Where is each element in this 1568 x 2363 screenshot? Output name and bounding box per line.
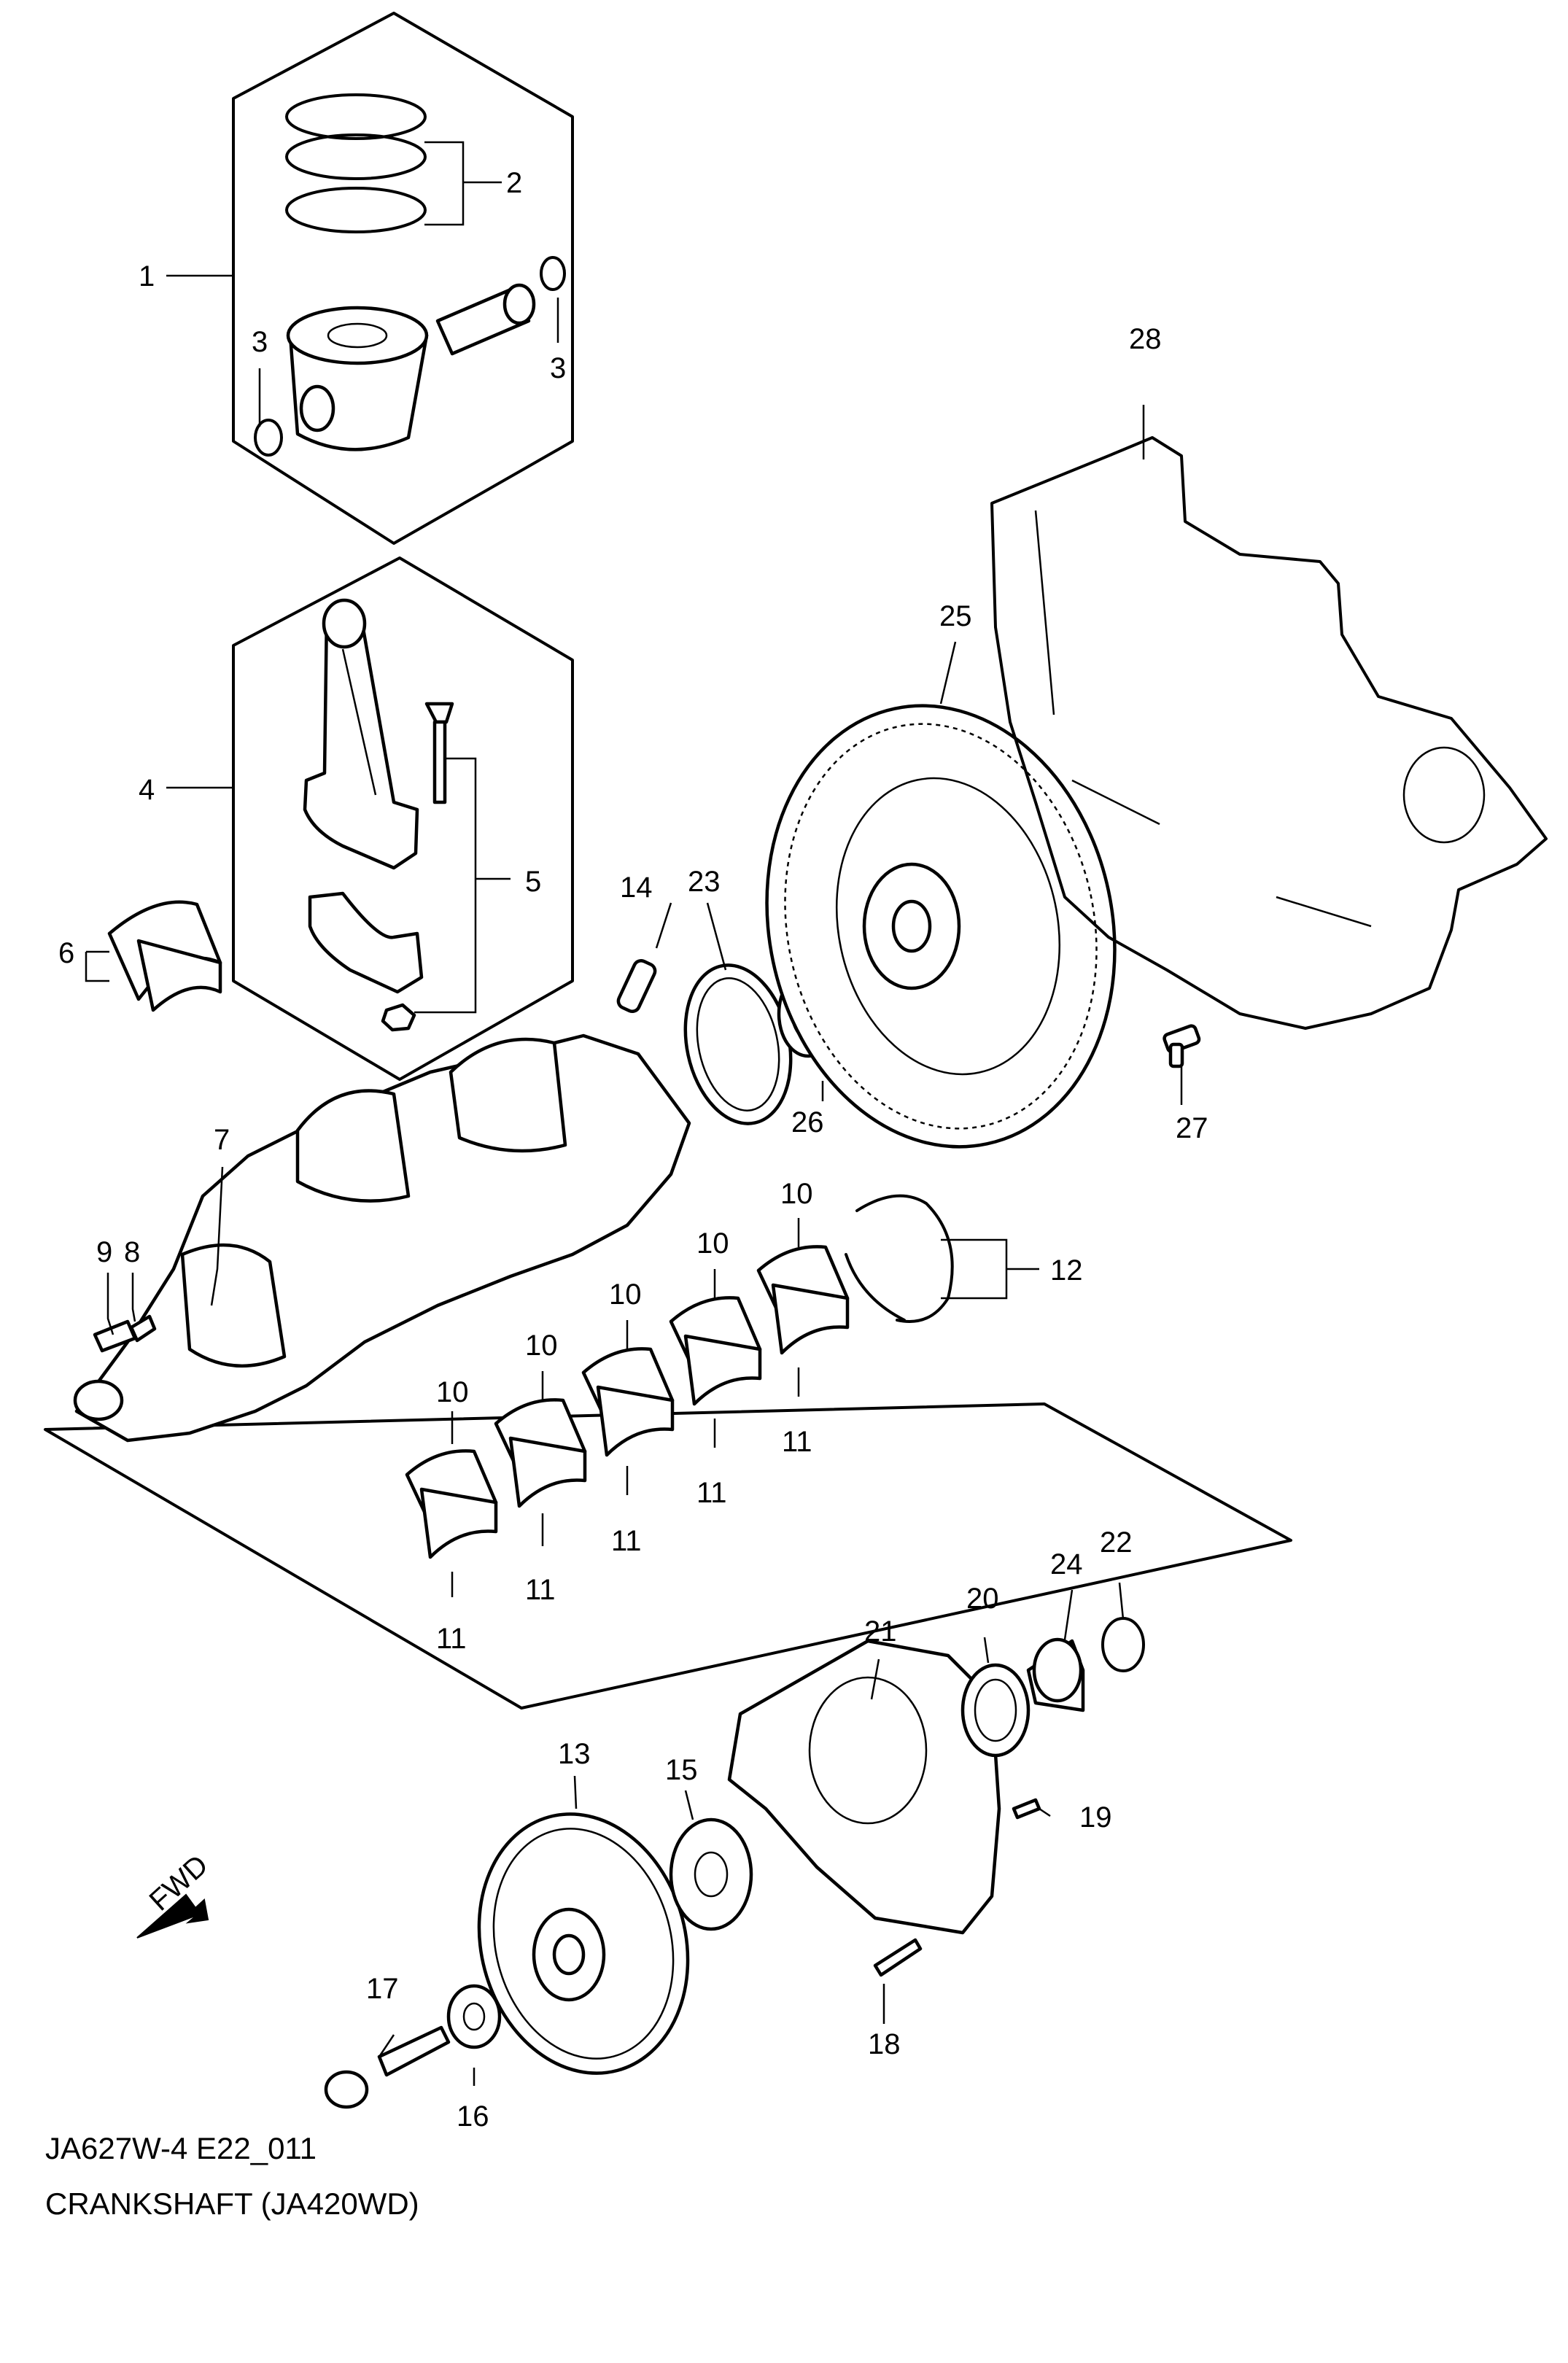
cover-plate-inner	[1034, 510, 1486, 928]
timing-sprocket	[669, 1817, 753, 1931]
callout-6: 6	[58, 937, 74, 969]
diagram-title: CRANKSHAFT (JA420WD)	[45, 2187, 419, 2221]
callout-10-3: 10	[609, 1278, 642, 1311]
callout-10-2: 10	[525, 1330, 558, 1362]
callout-11-1: 11	[436, 1623, 467, 1655]
pulley-bolt	[324, 2025, 451, 2109]
callout-23: 23	[688, 866, 721, 898]
leader-lines	[85, 141, 1183, 2086]
callout-12: 12	[1050, 1254, 1083, 1287]
pin-circlip-right	[540, 256, 566, 291]
callout-18: 18	[868, 2028, 901, 2060]
cover-plate-bolt	[1163, 1024, 1201, 1068]
pin-circlip-left	[254, 419, 283, 457]
conrod-bearing	[107, 900, 222, 1012]
callout-16: 16	[457, 2100, 489, 2133]
fwd-arrow-icon: FWD	[136, 1849, 214, 1939]
callout-17: 17	[366, 1973, 399, 2005]
connecting-rod	[303, 598, 419, 870]
callout-11-5: 11	[782, 1426, 812, 1458]
callout-4: 4	[139, 774, 155, 806]
crankshaft	[73, 1033, 691, 1443]
callout-21: 21	[864, 1615, 897, 1648]
front-washer	[446, 1984, 502, 2049]
main-bearing-shell-1	[405, 1449, 498, 1559]
callout-10-1: 10	[436, 1376, 469, 1408]
dowel-pin	[616, 958, 657, 1014]
callout-3-right: 3	[550, 352, 566, 384]
main-bearing-shell-3	[581, 1347, 675, 1457]
callout-22: 22	[1100, 1526, 1133, 1559]
piston-group-frame	[232, 12, 574, 545]
oil-pump-bolts	[873, 1798, 1041, 1977]
callout-10-4: 10	[696, 1227, 729, 1260]
piston	[286, 306, 429, 451]
crank-front-seal	[960, 1663, 1031, 1758]
front-o-ring	[1101, 1617, 1145, 1672]
callout-19: 19	[1079, 1801, 1112, 1834]
conrod-cap	[308, 891, 424, 994]
callout-24: 24	[1050, 1548, 1083, 1580]
callout-28: 28	[1129, 323, 1162, 355]
callout-10-5: 10	[780, 1178, 813, 1210]
callout-8: 8	[124, 1236, 140, 1268]
conrod-nut	[381, 1003, 416, 1032]
callout-2: 2	[506, 167, 522, 199]
callout-14: 14	[620, 872, 653, 904]
callout-9: 9	[96, 1236, 112, 1268]
conrod-bolt	[424, 702, 454, 804]
main-bearing-shell-4	[669, 1296, 762, 1406]
callout-26: 26	[791, 1106, 824, 1138]
oil-pump-housing	[727, 1639, 1001, 1935]
crank-key-and-pin	[93, 1314, 157, 1353]
thrust-washers	[845, 1194, 954, 1323]
piston-pin	[435, 283, 536, 356]
transmission-cover-plate	[990, 436, 1548, 1030]
callout-11-3: 11	[611, 1525, 642, 1557]
timing-gear-front	[1026, 1637, 1085, 1712]
callout-3-left: 3	[252, 326, 268, 358]
flywheel	[765, 704, 1117, 1149]
callout-15: 15	[665, 1754, 698, 1786]
callout-27: 27	[1176, 1112, 1208, 1144]
oil-seal-rear	[683, 963, 793, 1125]
bearing-set-frame	[44, 1402, 1292, 1710]
main-bearing-shell-5	[756, 1245, 850, 1355]
callout-25: 25	[939, 600, 972, 632]
crankshaft-pulley	[477, 1812, 690, 2075]
piston-rings	[285, 93, 427, 233]
callout-7: 7	[214, 1124, 230, 1156]
diagram-code: JA627W-4 E22_011	[45, 2131, 317, 2165]
callout-20: 20	[966, 1583, 999, 1615]
callout-5: 5	[525, 866, 541, 898]
callout-11-2: 11	[525, 1574, 556, 1606]
callout-numbers: 1 2 3 3 4 5 6 7 9 8 10 10 10 10 10 10 11…	[58, 167, 1208, 2133]
callout-11-4: 11	[696, 1477, 727, 1509]
conrod-group-frame	[232, 556, 574, 1081]
callout-1: 1	[139, 260, 155, 292]
main-bearing-shell-2	[494, 1398, 587, 1508]
callout-13: 13	[558, 1738, 591, 1770]
